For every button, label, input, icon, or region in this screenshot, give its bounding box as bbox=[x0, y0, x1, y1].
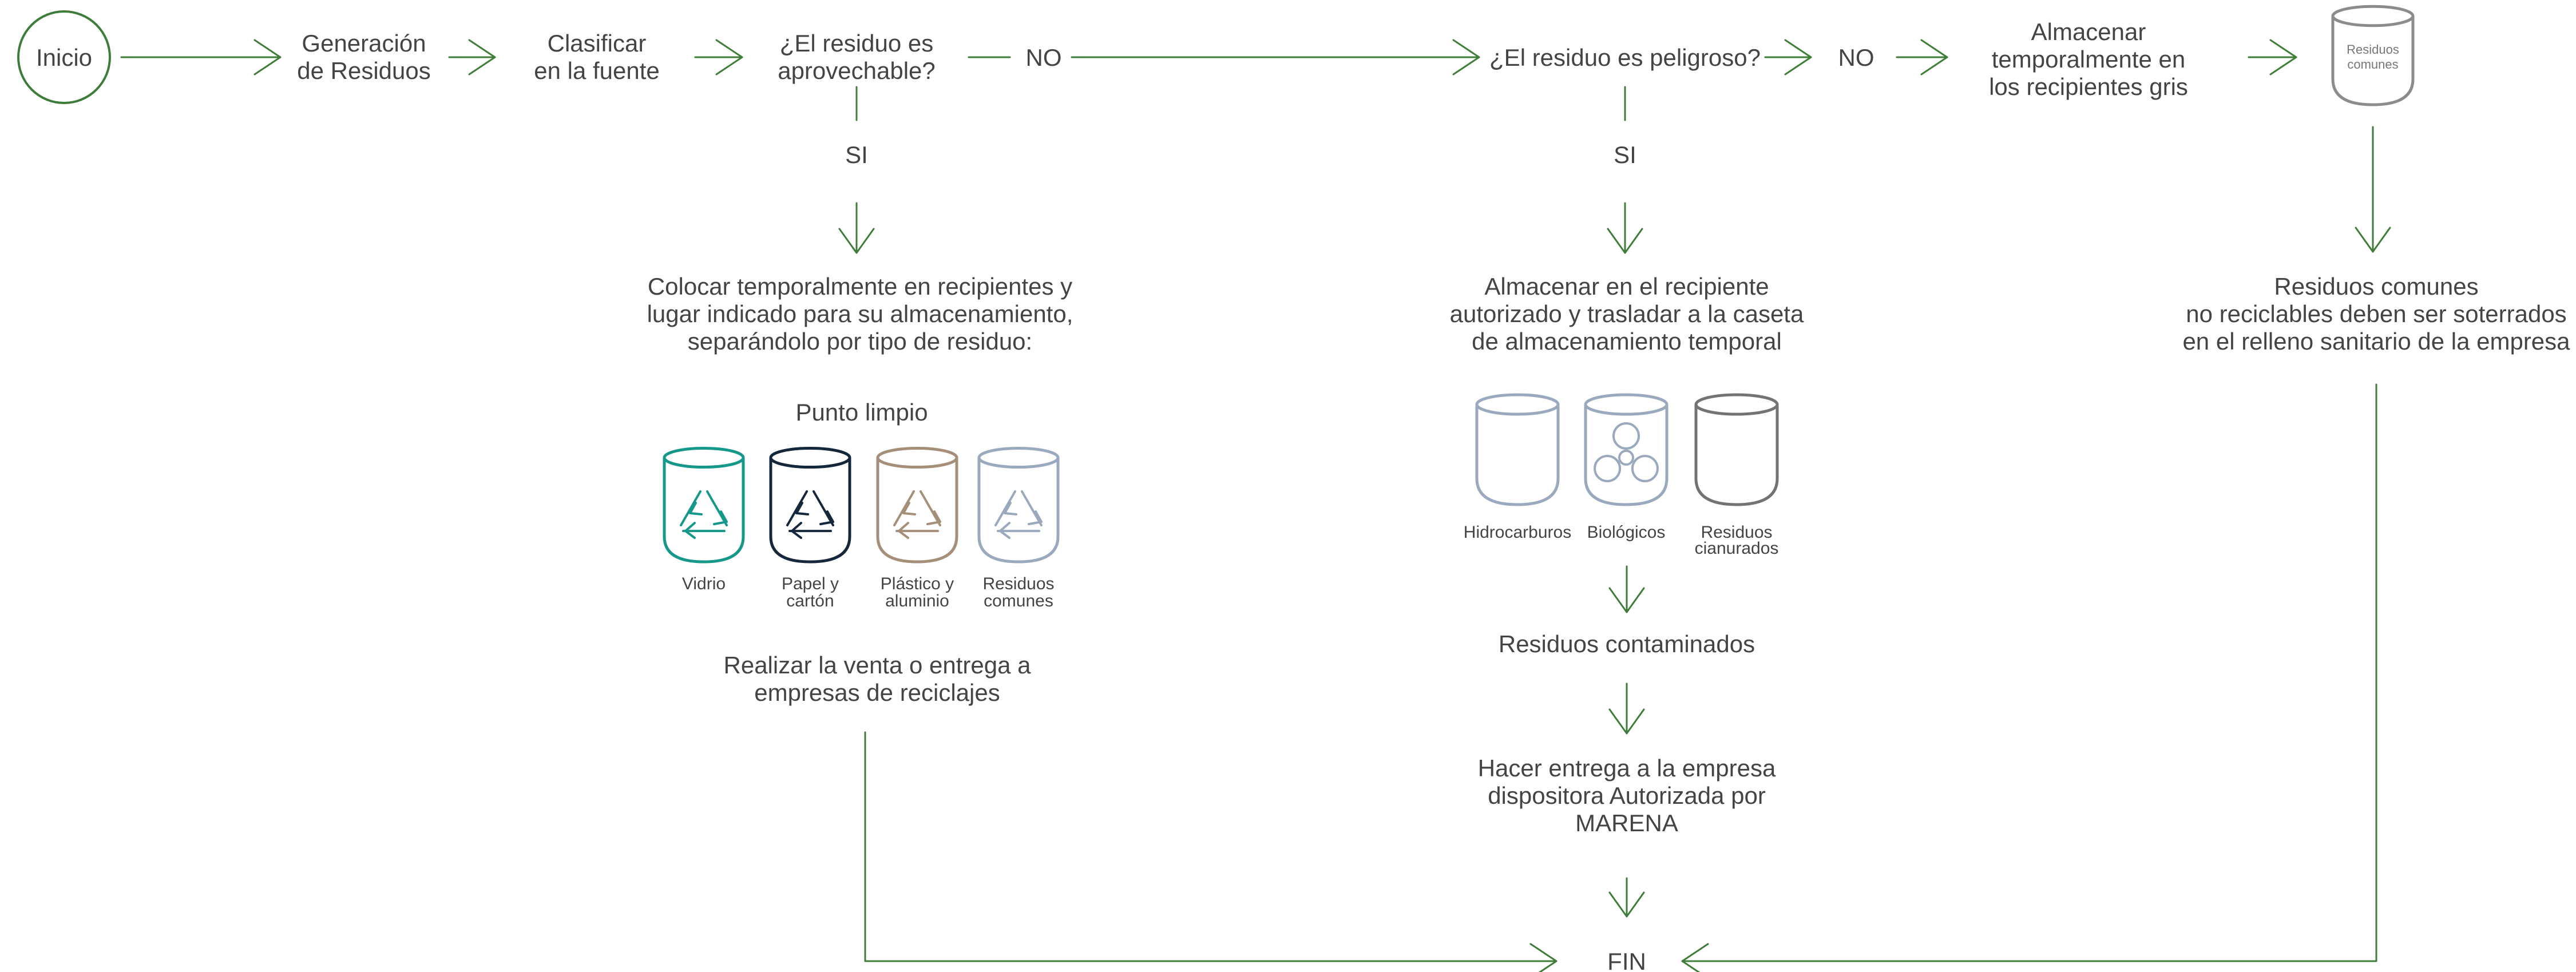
start-node-label: Inicio bbox=[36, 44, 92, 71]
hazard-bin-label-3-line: cianurados bbox=[1695, 539, 1779, 558]
arrow-no-to-hazard bbox=[1071, 39, 1480, 76]
common-bury-node-line: no reciclables deben ser soterrados bbox=[2186, 300, 2566, 327]
classify-node-line: Clasificar bbox=[548, 30, 647, 57]
store-grey-node-line: Almacenar bbox=[2031, 18, 2146, 45]
common-waste-bin-top-label-line: Residuos bbox=[2347, 42, 2399, 57]
arrow-classify-to-usable bbox=[694, 39, 743, 76]
arrow-contaminated-to-deliver bbox=[1608, 683, 1645, 735]
common-bury-node-line: Residuos comunes bbox=[2274, 273, 2478, 300]
hazard-bin-label-1: Hidrocarburos bbox=[1464, 523, 1571, 542]
recycle-bin-label-2-line: Papel y bbox=[782, 574, 839, 593]
no-label-usable: NO bbox=[1026, 44, 1062, 71]
common-waste-bin-top-label-line: comunes bbox=[2347, 57, 2398, 72]
usable-question-node-line: aprovechable? bbox=[778, 57, 936, 84]
arrow-start-to-generation bbox=[120, 39, 282, 76]
hazard-bin-2 bbox=[1584, 393, 1669, 506]
sell-node-line: empresas de reciclajes bbox=[754, 679, 1000, 706]
recycle-bin-3 bbox=[876, 446, 958, 564]
si-label-hazard: SI bbox=[1614, 141, 1636, 168]
recycle-bin-label-4-line: Residuos bbox=[982, 574, 1054, 593]
store-authorized-node-line: de almacenamiento temporal bbox=[1472, 328, 1782, 355]
deliver-node-line: MARENA bbox=[1575, 810, 1678, 836]
si-label-usable: SI bbox=[845, 141, 868, 168]
recycle-bin-label-3-line: aluminio bbox=[885, 592, 949, 610]
arrow-bins-to-contaminated bbox=[1608, 565, 1645, 613]
hazard-bin-label-1-line: Hidrocarburos bbox=[1464, 523, 1571, 542]
arrow-store-grey-to-bin bbox=[2248, 39, 2297, 76]
store-grey-node-line: temporalmente en bbox=[1992, 46, 2186, 73]
hazard-question-node: ¿El residuo es peligroso? bbox=[1489, 44, 1761, 71]
start-node-circle bbox=[17, 10, 111, 104]
recycle-bin-label-3-line: Plástico y bbox=[881, 574, 954, 593]
recycle-icon bbox=[893, 490, 941, 539]
place-temporarily-node-line: Colocar temporalmente en recipientes y bbox=[648, 273, 1072, 300]
deliver-node-line: dispositora Autorizada por bbox=[1488, 782, 1766, 809]
recycle-bin-label-1-line: Vidrio bbox=[682, 574, 726, 593]
arrow-generation-to-classify bbox=[448, 39, 496, 76]
common-bury-node-line: en el relleno sanitario de la empresa bbox=[2182, 328, 2570, 355]
classify-node-line: en la fuente bbox=[534, 57, 660, 84]
place-temporarily-node-line: lugar indicado para su almacenamiento, bbox=[647, 300, 1073, 327]
arrowhead-into-fin-right bbox=[1681, 943, 1709, 972]
clean-point-title: Punto limpio bbox=[795, 399, 928, 426]
recycle-bin-label-2-line: cartón bbox=[786, 592, 834, 610]
sell-node-line: Realizar la venta o entrega a bbox=[724, 652, 1032, 679]
recycle-bin-label-4-line: comunes bbox=[984, 592, 1053, 610]
generation-node-line: de Residuos bbox=[297, 57, 430, 84]
arrow-si-to-place bbox=[838, 202, 875, 254]
hazard-bin-3 bbox=[1694, 393, 1779, 506]
common-waste-bin-top bbox=[2331, 5, 2415, 106]
hazard-bin-1 bbox=[1475, 393, 1560, 506]
usable-question-node-line: ¿El residuo es bbox=[780, 30, 933, 57]
store-authorized-node-line: Almacenar en el recipiente bbox=[1484, 273, 1769, 300]
recycle-icon bbox=[786, 490, 834, 539]
generation-node-line: Generación bbox=[302, 30, 426, 57]
contaminated-node: Residuos contaminados bbox=[1499, 630, 1755, 657]
place-temporarily-node-line: separándolo por tipo de residuo: bbox=[688, 328, 1032, 355]
arrow-bin-to-bury bbox=[2355, 126, 2391, 253]
recycle-bin-1 bbox=[663, 446, 745, 564]
hazard-bin-label-3-line: Residuos bbox=[1701, 523, 1772, 542]
store-authorized-node-line: autorizado y trasladar a la caseta bbox=[1450, 300, 1804, 327]
place-temporarily-node: Colocar temporalmente en recipientes ylu… bbox=[647, 273, 1073, 355]
line-bury-to-fin bbox=[1681, 383, 2377, 962]
store-grey-node-line: los recipientes gris bbox=[1989, 73, 2188, 100]
recycle-bin-label-1: Vidrio bbox=[682, 574, 726, 593]
no-label-hazard: NO bbox=[1838, 44, 1874, 71]
arrow-no-to-store-grey bbox=[1896, 39, 1948, 76]
recycle-bin-4 bbox=[977, 446, 1060, 564]
recycle-bin-2 bbox=[769, 446, 851, 564]
deliver-node-line: Hacer entrega a la empresa bbox=[1478, 755, 1776, 781]
line-sell-to-fin bbox=[864, 731, 1558, 962]
arrowhead-into-fin-left bbox=[1529, 943, 1558, 972]
arrow-deliver-to-fin bbox=[1608, 877, 1645, 918]
arrow-hazard-to-no bbox=[1764, 39, 1812, 76]
hazard-bin-label-2-line: Biológicos bbox=[1587, 523, 1666, 542]
hazard-bin-label-2: Biológicos bbox=[1587, 523, 1666, 542]
biohazard-icon bbox=[1594, 422, 1659, 482]
arrow-si-to-store-auth bbox=[1607, 202, 1643, 254]
fin-node: FIN bbox=[1607, 948, 1646, 972]
recycle-icon bbox=[680, 490, 728, 539]
recycle-icon bbox=[994, 490, 1043, 539]
